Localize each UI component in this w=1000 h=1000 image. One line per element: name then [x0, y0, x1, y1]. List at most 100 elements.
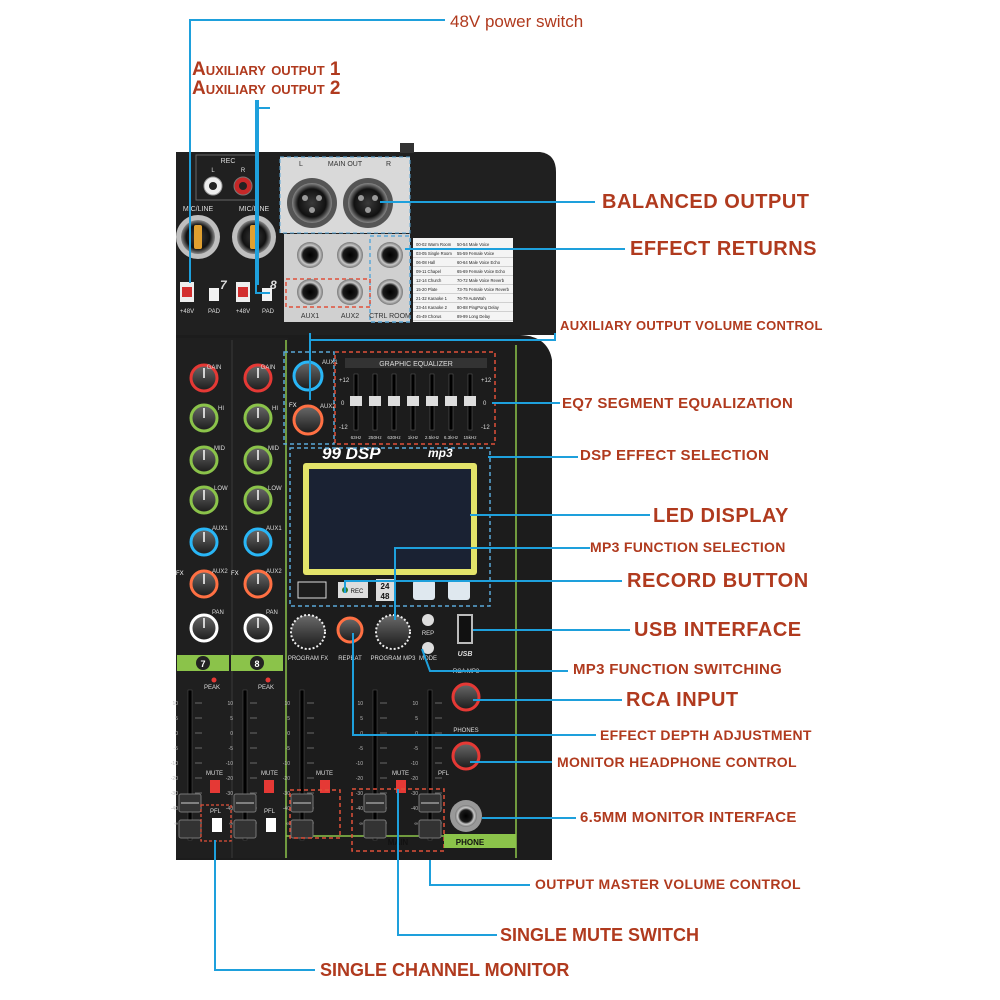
preset-row-right: 80-88 PingPong Delay — [457, 305, 500, 310]
graphic-eq-title: GRAPHIC EQUALIZER — [379, 361, 453, 368]
callout-balanced-output: BALANCED OUTPUT — [602, 191, 810, 213]
fader-scale-label: -30 — [356, 791, 363, 797]
fader-scale-label: 10 — [284, 701, 290, 707]
fader-track — [372, 689, 378, 841]
fader-scale-label: -40 — [283, 806, 290, 812]
eq-plus-left: +12 — [339, 378, 350, 384]
pfl-label-8: PFL — [264, 809, 276, 815]
callout-mp3-function-switching: MP3 FUNCTION SWITCHING — [573, 661, 783, 678]
pfl-label-7: PFL — [210, 809, 222, 815]
callout-aux-output-1: Auxiliary output 1 — [192, 59, 341, 80]
fader-scale-label: -20 — [171, 776, 178, 782]
fader-scale-label: ∞ — [286, 821, 290, 827]
mic-line-label-8: MIC/LINE — [239, 206, 270, 213]
eq-slider-knob — [407, 396, 419, 406]
eq-slider-knob — [350, 396, 362, 406]
low-label-8: LOW — [268, 486, 282, 492]
fader-scale-label: 5 — [415, 716, 418, 722]
preset-row-left: 03-05 Single Room — [416, 251, 452, 256]
fader-scale-label: 10 — [357, 701, 363, 707]
fader-cap-lower — [233, 819, 257, 839]
mute-label-main: MUTE — [392, 771, 409, 777]
preset-row-left: 00-02 Warm Room — [416, 242, 452, 247]
callout-output-master-volume: OUTPUT MASTER VOLUME CONTROL — [535, 876, 801, 892]
mp3-logo: mp3 — [428, 446, 453, 460]
eq-freq-label: 6.3kHz — [444, 435, 459, 440]
fader-scale-label: -5 — [229, 746, 234, 752]
fader-scale-label: ∞ — [174, 821, 178, 827]
fader-scale-label: -40 — [171, 806, 178, 812]
badge-7: 7 — [200, 659, 205, 669]
fader-scale-label: -30 — [283, 791, 290, 797]
fader-scale-label: 10 — [227, 701, 233, 707]
fader-scale-label: -20 — [226, 776, 233, 782]
preset-row-left: 45-49 Chorus — [416, 314, 441, 319]
fader-track — [242, 689, 248, 841]
ch7-number: 7 — [220, 278, 228, 292]
usb-logo: USB — [458, 651, 473, 658]
callout-record-button: RECORD BUTTON — [627, 570, 809, 592]
fader-scale-label: -5 — [414, 746, 419, 752]
hi-label-8: HI — [272, 406, 278, 412]
dsp-logo: 99 DSP — [322, 444, 381, 463]
rec-button-label: REC — [351, 589, 364, 595]
gain-label-7: GAIN — [207, 365, 222, 371]
fader-scale-label: -5 — [359, 746, 364, 752]
eq-freq-label: 1kHz — [408, 435, 419, 440]
gain-label-8: GAIN — [261, 365, 276, 371]
pan-label-8: PAN — [266, 610, 278, 616]
phone-strip-label: PHONE — [456, 838, 485, 847]
pan-label-7: PAN — [212, 610, 224, 616]
channel-badges: 7 8 — [177, 655, 283, 683]
eq-freq-label: 630Hz — [387, 435, 401, 440]
channel-strip-knobs — [189, 363, 273, 643]
fx-master-label: FX — [289, 403, 297, 409]
fader-scale-label: -5 — [174, 746, 179, 752]
fader-scale-label: 10 — [172, 701, 178, 707]
fader-track — [427, 689, 433, 841]
dsp-header: 99 DSP mp3 — [322, 444, 453, 463]
fader-scale-label: -40 — [226, 806, 233, 812]
fader-cap-lower — [363, 819, 387, 839]
repeat-label: REPEAT — [338, 656, 362, 662]
preset-row-right: 60-64 Male Voice Echo — [457, 260, 501, 265]
phantom-label-8: +48V — [236, 309, 250, 315]
fader-scale-label: -10 — [411, 761, 418, 767]
rec-l-label: L — [211, 168, 215, 174]
mode-label: MODE — [419, 656, 437, 662]
rec-rca-jacks: REC L R — [203, 158, 253, 196]
mute-label-8: MUTE — [261, 771, 278, 777]
callout-monitor-headphone-control: MONITOR HEADPHONE CONTROL — [557, 754, 797, 770]
fader-scale-label: -10 — [171, 761, 178, 767]
fader-track — [299, 689, 305, 841]
fader-scale-label: 5 — [360, 716, 363, 722]
mute-label-7: MUTE — [206, 771, 223, 777]
peak-label-7: PEAK — [204, 685, 220, 691]
fader-cap-lower — [418, 819, 442, 839]
callout-dsp-effect-selection: DSP EFFECT SELECTION — [580, 447, 770, 464]
ctrl-room-label: CTRL ROOM — [369, 313, 411, 320]
preset-row-right: 55-59 Female Voice — [457, 251, 495, 256]
main-out-r: R — [386, 161, 391, 168]
callout-effect-returns: EFFECT RETURNS — [630, 238, 817, 260]
mid-label-8: MID — [268, 446, 280, 452]
usb-port: USB — [457, 614, 473, 658]
fader-scale-label: -10 — [226, 761, 233, 767]
aux1-jack-label: AUX1 — [301, 313, 319, 320]
hi-label-7: HI — [218, 406, 224, 412]
aux1-knob-label-7: AUX1 — [212, 526, 228, 532]
eq-freq-label: 63Hz — [351, 435, 362, 440]
preset-row-right: 50-54 Male Voice — [457, 242, 490, 247]
callout-eq7: EQ7 SEGMENT EQUALIZATION — [562, 395, 794, 412]
mid-label-7: MID — [214, 446, 226, 452]
fader-cap-lower — [290, 819, 314, 839]
ch8-number: 8 — [270, 278, 277, 292]
fx-label-7: FX — [176, 571, 184, 577]
rec-r-label: R — [241, 168, 246, 174]
aux1-master-label: AUX1 — [322, 360, 338, 366]
aux-jacks: AUX1 AUX2 CTRL ROOM — [297, 242, 411, 320]
phones-label: PHONES — [453, 728, 478, 734]
eq-slider-knob — [445, 396, 457, 406]
